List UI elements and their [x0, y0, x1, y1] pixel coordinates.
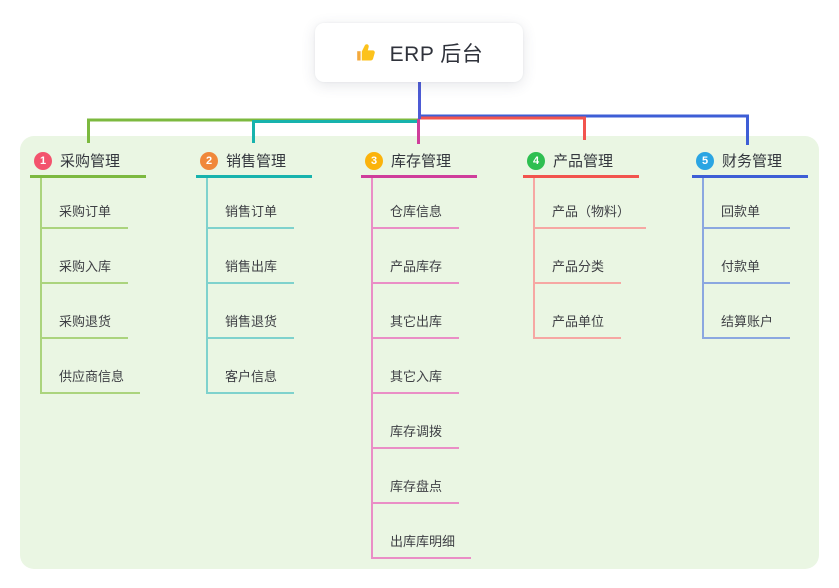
branch-inventory-items: 仓库信息 产品库存 其它出库 其它入库 库存调拨 库存盘点 出库库明细 — [371, 178, 477, 559]
branch-product-head[interactable]: 4 产品管理 — [523, 146, 639, 178]
branch-purchase: 1 采购管理 采购订单 采购入库 采购退货 供应商信息 — [30, 146, 146, 394]
branch-finance-head[interactable]: 5 财务管理 — [692, 146, 808, 178]
mindmap-node[interactable]: 付款单 — [704, 229, 790, 284]
branch-number-badge: 5 — [696, 151, 714, 170]
branch-purchase-items: 采购订单 采购入库 采购退货 供应商信息 — [40, 178, 146, 394]
mindmap-node[interactable]: 销售出库 — [208, 229, 294, 284]
mindmap-node[interactable]: 产品库存 — [373, 229, 459, 284]
branch-title: 采购管理 — [60, 153, 121, 170]
connector-branch-product — [419, 116, 586, 140]
root-node-erp-backend[interactable]: ERP 后台 — [315, 23, 523, 82]
branch-product: 4 产品管理 产品（物料） 产品分类 产品单位 — [523, 146, 647, 339]
mindmap-node[interactable]: 仓库信息 — [373, 178, 459, 229]
mindmap-node[interactable]: 库存盘点 — [373, 449, 459, 504]
mindmap-node[interactable]: 客户信息 — [208, 339, 294, 394]
branch-title: 财务管理 — [722, 153, 783, 170]
branch-number-badge: 1 — [34, 151, 52, 170]
connector-branch-sales — [252, 120, 420, 143]
mindmap-node[interactable]: 库存调拨 — [373, 394, 459, 449]
branch-finance: 5 财务管理 回款单 付款单 结算账户 — [692, 146, 808, 339]
mindmap-node[interactable]: 采购订单 — [42, 178, 128, 229]
mindmap-node[interactable]: 销售订单 — [208, 178, 294, 229]
mindmap-node[interactable]: 产品分类 — [535, 229, 621, 284]
branch-number-badge: 3 — [365, 151, 383, 170]
branch-title: 库存管理 — [391, 153, 452, 170]
branch-number-badge: 4 — [527, 151, 545, 170]
mindmap-node[interactable]: 采购入库 — [42, 229, 128, 284]
connector-branch-finance — [419, 114, 749, 145]
branch-inventory-head[interactable]: 3 库存管理 — [361, 146, 477, 178]
branch-inventory: 3 库存管理 仓库信息 产品库存 其它出库 其它入库 库存调拨 库存盘点 出库库… — [361, 146, 477, 559]
root-node-title: ERP 后台 — [389, 42, 484, 66]
branches-panel: 1 采购管理 采购订单 采购入库 采购退货 供应商信息 2 销售管理 销售订单 … — [20, 136, 819, 569]
branch-sales: 2 销售管理 销售订单 销售出库 销售退货 客户信息 — [196, 146, 312, 394]
branch-sales-head[interactable]: 2 销售管理 — [196, 146, 312, 178]
mindmap-node[interactable]: 回款单 — [704, 178, 790, 229]
thumbs-up-icon — [356, 43, 375, 60]
mindmap-node[interactable]: 结算账户 — [704, 284, 790, 339]
mindmap-node[interactable]: 其它出库 — [373, 284, 459, 339]
mindmap-node[interactable]: 销售退货 — [208, 284, 294, 339]
mindmap-node[interactable]: 采购退货 — [42, 284, 128, 339]
branch-number-badge: 2 — [200, 151, 218, 170]
branch-sales-items: 销售订单 销售出库 销售退货 客户信息 — [206, 178, 312, 394]
branch-finance-items: 回款单 付款单 结算账户 — [702, 178, 808, 339]
mindmap-node[interactable]: 出库库明细 — [373, 504, 472, 559]
branch-title: 销售管理 — [226, 153, 287, 170]
mindmap-node[interactable]: 其它入库 — [373, 339, 459, 394]
mindmap-node[interactable]: 供应商信息 — [42, 339, 141, 394]
mindmap-node[interactable]: 产品单位 — [535, 284, 621, 339]
branch-product-items: 产品（物料） 产品分类 产品单位 — [533, 178, 647, 339]
branch-title: 产品管理 — [553, 153, 614, 170]
branch-purchase-head[interactable]: 1 采购管理 — [30, 146, 146, 178]
mindmap-node[interactable]: 产品（物料） — [535, 178, 647, 229]
